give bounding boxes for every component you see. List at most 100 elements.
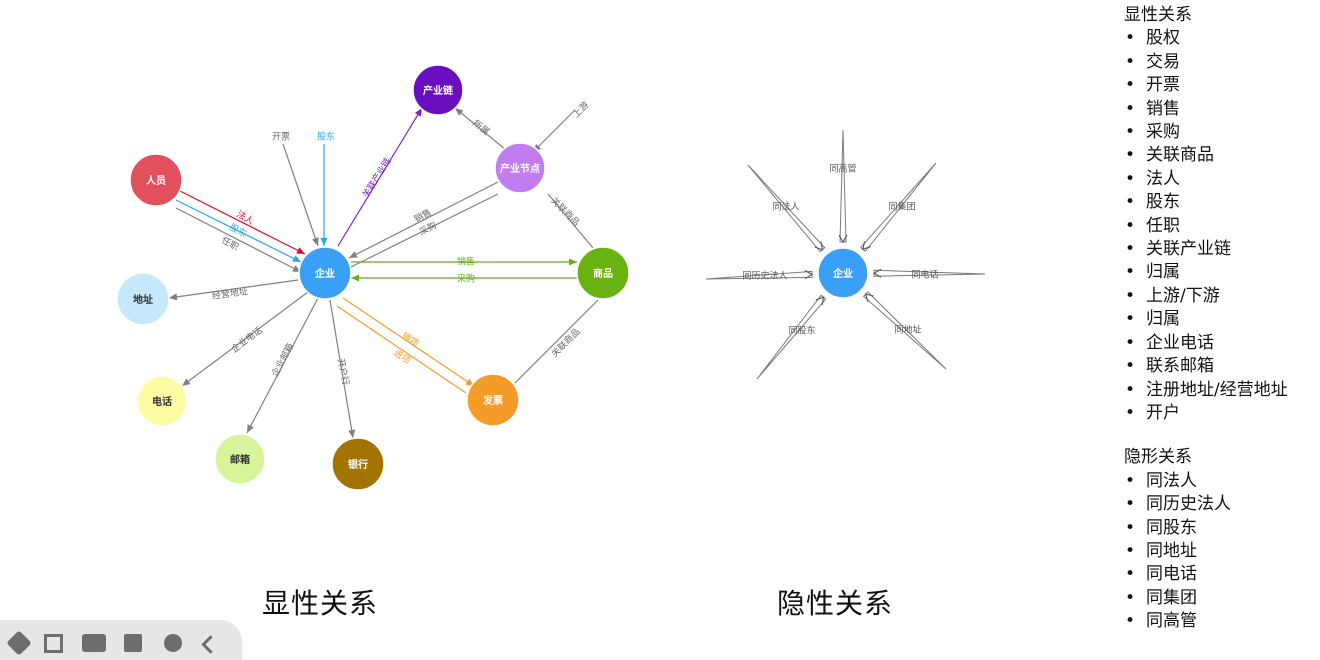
edge-label: 关联产业链 [360,155,394,200]
edge-line [547,193,594,249]
implicit-node-label: 企业 [832,267,853,280]
node-label: 产业节点 [500,162,540,175]
legend-item: 同法人 [1124,470,1316,494]
legend-item: 同历史法人 [1124,493,1316,517]
node-product[interactable] [576,246,630,300]
legend-item: 关联产业链 [1124,238,1316,262]
legend-item: 同电话 [1124,563,1316,587]
arrowhead-icon [247,424,254,433]
collapse-icon[interactable] [201,635,220,654]
node-label: 企业 [314,267,335,280]
implicit-edge-label: 同历史法人 [742,270,787,282]
arrowhead-icon [804,270,814,280]
edge-line [348,193,499,269]
arrowhead-icon [414,108,422,117]
legend-explicit-list: 股权交易开票销售采购关联商品法人股东任职关联产业链归属上游/下游归属企业电话联系… [1124,27,1316,425]
pen-icon[interactable] [6,630,32,656]
node-chain[interactable] [412,64,464,116]
edge-line [329,299,354,439]
legend-item: 股东 [1124,191,1316,215]
legend-item: 归属 [1124,261,1316,285]
legend-item: 销售 [1124,98,1316,122]
edge-label: 企业邮箱 [269,341,297,378]
arrowhead-icon [182,378,191,386]
edge-label: 关联商品 [548,195,582,229]
legend-item: 同地址 [1124,540,1316,564]
edge-label: 销项 [399,330,421,350]
node-label: 发票 [482,394,503,407]
node-invoice[interactable] [466,373,520,427]
legend-item: 开户 [1124,402,1316,426]
arrowhead-icon [296,247,305,254]
arrowhead-icon [349,251,358,258]
legend-implicit-list: 同法人同历史法人同股东同地址同电话同集团同高管 [1124,470,1316,634]
implicit-node-company[interactable] [817,247,869,299]
arrowhead-icon [455,108,464,116]
edge-label: 上游 [570,99,591,120]
legend-item: 交易 [1124,51,1316,75]
camera-icon[interactable] [82,634,106,652]
node-address[interactable] [116,272,170,326]
node-email[interactable] [214,433,266,485]
implicit-caption: 隐性关系 [777,587,894,620]
edge-line [532,109,576,153]
arrowhead-icon [169,293,178,301]
legend-item: 股权 [1124,27,1316,51]
node-label: 产业链 [423,84,454,97]
legend-item: 开票 [1124,74,1316,98]
arrowhead-icon [292,255,301,262]
legend-item: 归属 [1124,308,1316,332]
implicit-edge-label: 同集团 [888,201,915,213]
edge-line [454,107,507,151]
arrowhead-icon [815,296,825,306]
edge-label: 法人 [234,208,256,227]
user-icon[interactable] [164,634,182,652]
legend-item: 上游/下游 [1124,285,1316,309]
edge-label: 关联商品 [549,326,583,360]
legend-item: 采购 [1124,121,1316,145]
legend-panel: 显性关系 股权交易开票销售采购关联商品法人股东任职关联产业链归属上游/下游归属企… [1124,4,1316,634]
node-label: 地址 [133,293,153,306]
node-bank[interactable] [331,437,385,491]
arrowhead-icon [864,293,874,302]
legend-explicit-title: 显性关系 [1124,5,1192,25]
node-label: 邮箱 [230,453,250,466]
implicit-edge-label: 同电话 [911,269,938,281]
edge-label: 企业电话 [229,324,265,355]
implicit-edge [756,294,827,380]
bottom-toolbar [0,620,242,660]
arrowhead-icon [348,429,356,438]
arrowhead-icon [872,268,882,278]
node-node[interactable] [494,142,546,194]
node-phone[interactable] [136,375,188,427]
legend-item: 联系邮箱 [1124,355,1316,379]
edge-line [282,143,319,247]
edge-label: 经营地址 [211,285,248,302]
legend-item: 同高管 [1124,610,1316,634]
node-label: 电话 [152,395,172,408]
legend-item: 同集团 [1124,587,1316,611]
implicit-edge-label: 同法人 [772,201,799,213]
note-icon[interactable] [124,634,142,652]
implicit-edge-label: 同高管 [829,163,856,175]
edge-label: 开户行 [335,357,352,386]
edge-line [514,299,599,384]
node-company[interactable] [298,246,352,300]
edge-label: 采购 [457,273,475,285]
legend-item: 企业电话 [1124,332,1316,356]
node-person[interactable] [129,153,183,207]
edge-line [175,199,302,263]
implicit-edge-label: 同地址 [894,324,921,336]
edge-label: 销售 [457,256,475,268]
relationship-graph: 法人股东任职开票股东关联产业链所属上游销售采购关联商品销售采购关联商品销项进项开… [116,64,986,491]
edge-line [181,291,309,387]
legend-item: 任职 [1124,215,1316,239]
legend-item: 法人 [1124,168,1316,192]
arrowhead-icon [814,241,824,251]
edge-label: 股东 [317,131,335,143]
edge-line [348,181,499,259]
edge-label: 开票 [272,132,290,143]
node-label: 商品 [593,267,613,280]
legend-implicit-title: 隐形关系 [1124,447,1192,468]
node-label: 银行 [348,458,368,471]
